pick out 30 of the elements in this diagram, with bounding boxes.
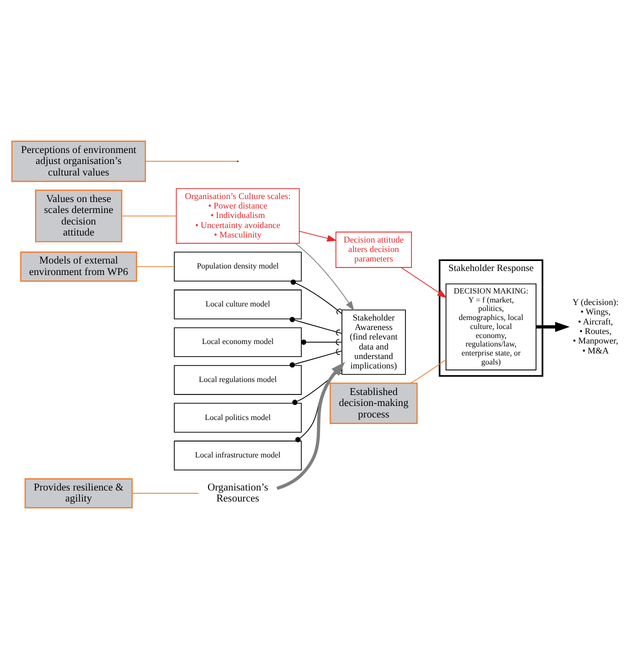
arrow bbox=[299, 230, 337, 242]
node-box: DECISION MAKING: Y = f (market, politics, demographics, local culture, local economy, regulations/law, enterprise state, or goals) bbox=[446, 283, 536, 370]
arrow bbox=[400, 266, 447, 298]
node-box: Local economy model bbox=[174, 326, 302, 357]
node-box: Stakeholder Awareness (find relevant data and understand implications) bbox=[342, 309, 406, 374]
arrow bbox=[536, 321, 570, 332]
node-box: Decision attitude alters decision parameters bbox=[335, 231, 412, 268]
node-text: Y (decision): • Wings, • Aircraft, • Routes, • Manpower, • M&A bbox=[572, 296, 619, 355]
arrow bbox=[276, 361, 346, 490]
node-box: Perceptions of environment adjust organisation’s cultural values bbox=[11, 140, 146, 182]
node-text: Organisation’s Resources bbox=[207, 482, 268, 504]
node-box: Local infrastructure model bbox=[174, 440, 302, 470]
node-box: Provides resilience & agility bbox=[24, 478, 133, 508]
arrow bbox=[294, 242, 354, 310]
connector bbox=[145, 160, 238, 162]
node-box: Local politics model bbox=[174, 402, 302, 432]
node-box: Organisation’s Culture scales: • Power distance • Individualism • Uncertainty avoidance • Masculinity bbox=[176, 188, 300, 244]
node-box: Local culture model bbox=[174, 289, 302, 319]
connector bbox=[132, 492, 199, 494]
connector bbox=[121, 215, 177, 216]
connector bbox=[290, 278, 342, 314]
node-box: Values on these scales determine decision attitude bbox=[35, 189, 122, 242]
node-box: Models of external environment from WP6 bbox=[20, 251, 138, 282]
connector bbox=[290, 348, 342, 367]
connector bbox=[136, 266, 175, 267]
node-box: Population density model bbox=[174, 251, 302, 281]
connector bbox=[410, 358, 446, 384]
connector bbox=[290, 316, 342, 336]
node-box: Local regulations model bbox=[174, 364, 302, 394]
node-box: Established decision-making process bbox=[330, 382, 418, 424]
